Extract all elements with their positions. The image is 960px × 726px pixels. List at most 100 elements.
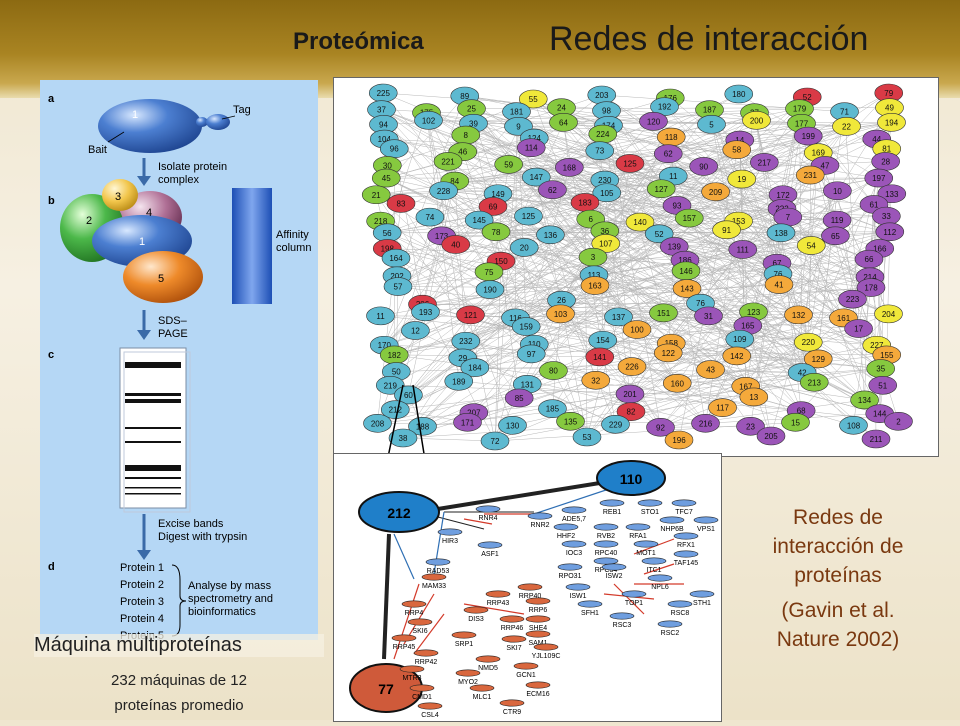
network-node: 232 — [452, 332, 480, 350]
network-node: 54 — [797, 236, 825, 254]
network-node-label: 58 — [732, 146, 741, 155]
machines-count-text: 232 máquinas de 12 proteínas promedio — [34, 668, 324, 718]
network-node-label: 38 — [399, 434, 408, 443]
network-node-label: 55 — [529, 95, 538, 104]
network-node-label: 209 — [709, 188, 723, 197]
network-node: 45 — [372, 169, 400, 187]
network-node-label: 228 — [437, 187, 451, 196]
network-node-label: 97 — [527, 350, 536, 359]
network-node: 108 — [840, 416, 868, 434]
network-node: 204 — [875, 305, 903, 323]
network-node-label: 144 — [873, 410, 887, 419]
network-node: 163 — [581, 277, 609, 295]
svg-text:110: 110 — [620, 471, 643, 487]
network-node-label: 49 — [885, 104, 894, 113]
subnet-blue-node-label: MOT1 — [636, 550, 656, 557]
network-node: 53 — [573, 428, 601, 446]
network-node-label: 163 — [588, 282, 602, 291]
subnet-blue-node: RNR2 — [528, 513, 552, 529]
subnet-orange-node-label: CMD1 — [412, 694, 432, 701]
network-node-label: 168 — [563, 163, 577, 172]
subnet-orange-node-label: CSL4 — [421, 712, 439, 719]
subnet-blue-node: SFH1 — [578, 601, 602, 617]
network-node-label: 212 — [389, 406, 403, 415]
network-node-label: 6 — [589, 215, 594, 224]
network-node-label: 83 — [397, 199, 406, 208]
subnet-blue-node-label: NPL6 — [651, 584, 669, 591]
network-node: 10 — [823, 182, 851, 200]
network-node-label: 71 — [840, 108, 849, 117]
protein-3-label: Protein 3 — [120, 596, 164, 608]
network-node-label: 76 — [696, 299, 705, 308]
network-node-label: 40 — [451, 240, 460, 249]
network-node-label: 197 — [872, 174, 886, 183]
network-node: 33 — [872, 207, 900, 225]
caption-citation-2: Nature 2002) — [733, 625, 943, 654]
network-node-label: 109 — [733, 335, 747, 344]
analyse-line-1: Analyse by mass — [188, 580, 272, 592]
network-node-label: 24 — [557, 104, 566, 113]
network-node-label: 155 — [880, 351, 894, 360]
network-node: 90 — [690, 157, 718, 175]
bait-protein-shape — [98, 99, 202, 153]
network-node-label: 114 — [525, 144, 538, 153]
step-b-label: b — [48, 195, 55, 207]
network-node: 75 — [475, 263, 503, 281]
subnet-orange-node: NMD5 — [476, 656, 500, 672]
network-node-label: 62 — [548, 186, 557, 195]
network-node-label: 8 — [464, 131, 469, 140]
network-node: 12 — [401, 322, 429, 340]
network-node: 97 — [517, 345, 545, 363]
affinity-label-2: column — [276, 242, 311, 254]
network-node-label: 165 — [741, 322, 755, 331]
subnet-orange-node-label: MYO2 — [458, 679, 478, 686]
network-node-label: 59 — [504, 160, 513, 169]
subnet-blue-node-label: STH1 — [693, 600, 711, 607]
network-node-label: 136 — [544, 231, 558, 240]
network-node: 197 — [865, 169, 893, 187]
network-node-label: 225 — [377, 89, 391, 98]
network-node-label: 73 — [595, 147, 604, 156]
network-node-label: 179 — [793, 105, 807, 114]
network-node: 66 — [855, 250, 883, 268]
network-node: 83 — [387, 194, 415, 212]
isolate-label-2: complex — [158, 174, 199, 186]
network-node-label: 79 — [884, 89, 893, 98]
network-node: 102 — [415, 111, 443, 129]
network-node: 51 — [869, 376, 897, 394]
network-node-label: 111 — [737, 245, 750, 254]
network-node-label: 64 — [559, 118, 568, 127]
network-node: 224 — [589, 125, 617, 143]
network-node: 119 — [823, 211, 851, 229]
network-node-label: 138 — [774, 229, 788, 238]
subnet-orange-node: MYO2 — [456, 670, 480, 686]
network-node-label: 26 — [557, 296, 566, 305]
network-node: 62 — [538, 181, 566, 199]
network-node: 208 — [364, 414, 392, 432]
network-node: 138 — [767, 224, 795, 242]
network-node: 32 — [582, 371, 610, 389]
subnet-orange-node-label: RRP43 — [487, 600, 510, 607]
subnet-blue-node-label: RPO31 — [559, 573, 582, 580]
caption-citation-1: (Gavin et al. — [733, 596, 943, 625]
analyse-line-3: bioinformatics — [188, 606, 256, 618]
network-node-label: 188 — [416, 422, 430, 431]
network-node-label: 180 — [732, 90, 746, 99]
network-node-label: 140 — [633, 218, 647, 227]
network-node-label: 171 — [461, 418, 475, 427]
network-node-label: 3 — [591, 253, 596, 262]
subnet-blue-node-label: ISW2 — [605, 573, 622, 580]
protein-4-label: Protein 4 — [120, 613, 164, 625]
subnet-orange-node-label: MLC1 — [473, 694, 492, 701]
network-node-label: 159 — [520, 323, 534, 332]
svg-text:5: 5 — [158, 273, 164, 285]
network-node-label: 35 — [876, 365, 885, 374]
network-node-label: 122 — [662, 349, 676, 358]
network-node: 15 — [782, 413, 810, 431]
network-node: 199 — [794, 127, 822, 145]
network-node: 13 — [740, 388, 768, 406]
subnet-orange-node: RRP46 — [500, 616, 524, 632]
multiprotein-machine-title: Máquina multiproteínas — [34, 634, 324, 657]
network-node: 160 — [663, 374, 691, 392]
